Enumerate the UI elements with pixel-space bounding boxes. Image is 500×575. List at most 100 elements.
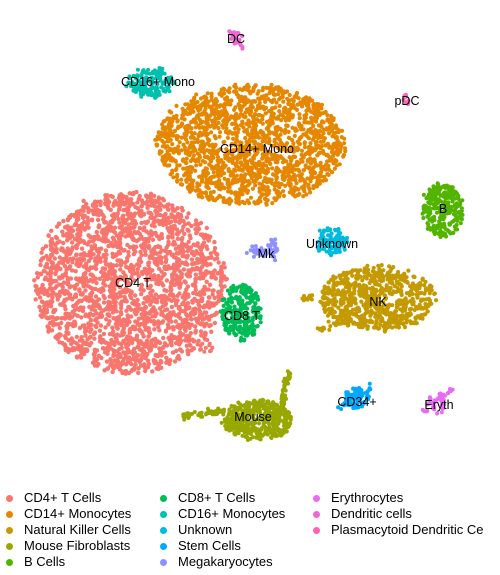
point-cd4-t-cells (67, 234, 72, 240)
point-cd4-t-cells (111, 229, 116, 234)
point-cd14-monocytes (302, 96, 307, 101)
point-cd14-monocytes (227, 117, 232, 122)
point-cd4-t-cells (167, 266, 172, 271)
point-cd14-monocytes (209, 94, 214, 99)
point-cd4-t-cells (159, 232, 164, 237)
point-natural-killer-cells (408, 299, 413, 304)
point-cd4-t-cells (97, 256, 102, 262)
point-cd14-monocytes (172, 128, 178, 134)
point-cd4-t-cells (141, 308, 146, 313)
point-cd14-monocytes (331, 118, 336, 123)
point-cd4-t-cells (146, 326, 151, 331)
point-natural-killer-cells (395, 274, 400, 279)
point-cd14-monocytes (232, 107, 237, 112)
point-cd4-t-cells (83, 313, 88, 319)
point-cd4-t-cells (127, 245, 133, 250)
point-natural-killer-cells (336, 305, 341, 310)
point-cd14-monocytes (198, 162, 203, 167)
point-mouse-fibroblasts (257, 405, 262, 410)
point-cd14-monocytes (225, 151, 230, 156)
point-cd4-t-cells (139, 291, 144, 297)
point-cd14-monocytes (215, 155, 221, 160)
point-cd14-monocytes (301, 194, 306, 199)
point-cd14-monocytes (221, 125, 226, 130)
point-cd14-monocytes (225, 135, 230, 140)
point-cd14-monocytes (205, 91, 210, 96)
point-cd14-monocytes (278, 191, 283, 196)
point-natural-killer-cells (362, 316, 367, 322)
point-cd4-t-cells (76, 298, 82, 304)
point-natural-killer-cells (342, 294, 347, 299)
point-cd4-t-cells (131, 244, 136, 249)
point-cd4-t-cells (63, 272, 68, 277)
point-cd14-monocytes (223, 156, 228, 161)
point-cd14-monocytes (278, 112, 283, 117)
point-cd4-t-cells (111, 353, 116, 358)
point-cd4-t-cells (92, 363, 98, 368)
point-cd4-t-cells (56, 322, 61, 327)
point-cd4-t-cells (94, 229, 100, 235)
point-cd4-t-cells (68, 225, 74, 230)
point-cd14-monocytes (207, 162, 212, 167)
point-cd14-monocytes (282, 115, 287, 120)
point-natural-killer-cells (427, 291, 432, 296)
point-cd14-monocytes (318, 139, 323, 144)
point-mouse-fibroblasts (236, 407, 242, 412)
point-cd4-t-cells (177, 285, 182, 290)
point-cd14-monocytes (264, 202, 269, 207)
point-cd14-monocytes (180, 113, 185, 118)
point-cd14-monocytes (174, 103, 179, 108)
point-cd4-t-cells (82, 351, 87, 357)
point-cd4-t-cells (172, 359, 178, 364)
point-cd4-t-cells (153, 336, 158, 342)
point-cd14-monocytes (208, 190, 213, 195)
point-cd14-monocytes (298, 178, 303, 183)
point-cd14-monocytes (202, 154, 207, 159)
point-cd4-t-cells (92, 243, 98, 248)
point-cd4-t-cells (171, 262, 177, 267)
point-cd4-t-cells (129, 361, 134, 367)
point-cd4-t-cells (156, 196, 161, 202)
point-natural-killer-cells (359, 299, 364, 304)
point-cd14-monocytes (284, 141, 290, 146)
point-cd14-monocytes (271, 143, 276, 148)
point-cd14-monocytes (209, 97, 214, 102)
point-cd4-t-cells (56, 221, 62, 226)
point-cd14-monocytes (179, 177, 184, 182)
point-cd4-t-cells (213, 301, 219, 306)
point-cd4-t-cells (49, 328, 55, 333)
point-cd4-t-cells (200, 341, 205, 346)
point-cd14-monocytes (199, 179, 204, 184)
point-cd4-t-cells (61, 315, 66, 320)
point-cd4-t-cells (103, 259, 108, 264)
point-cd14-monocytes (273, 198, 278, 203)
point-cd4-t-cells (105, 204, 111, 210)
point-cd4-t-cells (143, 368, 148, 374)
point-cd14-monocytes (283, 107, 288, 112)
point-cd14-monocytes (294, 159, 300, 164)
point-cd14-monocytes (273, 173, 278, 178)
point-cd4-t-cells (164, 278, 170, 283)
point-cd4-t-cells (152, 198, 157, 203)
point-natural-killer-cells (399, 292, 404, 298)
point-cd14-monocytes (297, 169, 302, 174)
point-natural-killer-cells (322, 307, 327, 312)
point-cd14-monocytes (179, 148, 184, 153)
point-cd4-t-cells (38, 271, 43, 276)
point-cd14-monocytes (210, 118, 215, 123)
point-cd14-monocytes (318, 170, 323, 175)
point-cd14-monocytes (314, 116, 320, 121)
point-cd4-t-cells (79, 246, 85, 251)
point-cd4-t-cells (127, 326, 133, 332)
point-cd14-monocytes (200, 132, 205, 137)
point-cd14-monocytes (270, 100, 275, 105)
point-cd4-t-cells (184, 244, 189, 249)
point-cd4-t-cells (62, 342, 67, 347)
point-cd4-t-cells (161, 294, 166, 299)
point-cd4-t-cells (71, 339, 77, 345)
point-cd4-t-cells (112, 225, 118, 230)
point-cd4-t-cells (105, 226, 111, 231)
point-cd4-t-cells (117, 258, 122, 263)
point-cd4-t-cells (163, 248, 168, 253)
point-cd14-monocytes (174, 174, 180, 179)
